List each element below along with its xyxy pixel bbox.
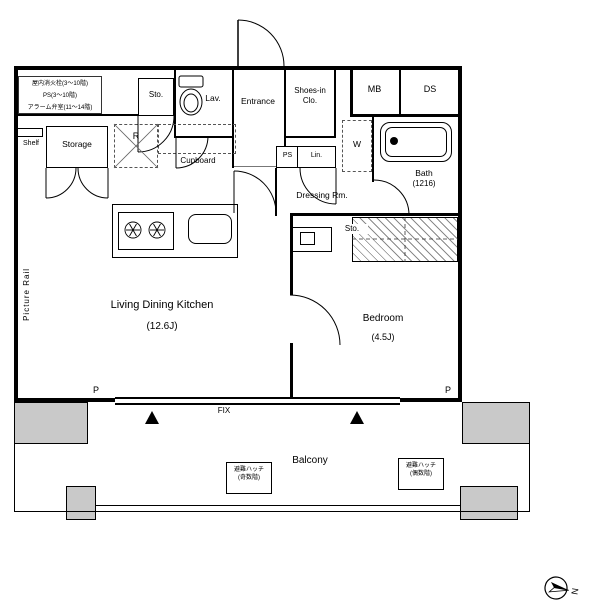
- utility-note-line1: 屋内消火栓(3〜10階): [31, 81, 88, 87]
- hall-door-arc: [233, 170, 277, 214]
- balcony-side-wall-left: [14, 402, 88, 444]
- wall-bottom-left-segment: [14, 398, 117, 402]
- linen-box: [297, 146, 336, 168]
- balcony-side-wall-right: [462, 402, 530, 444]
- utility-note-line3: アラーム弁室(11〜14階): [27, 105, 93, 111]
- compass-n-label: N: [569, 587, 580, 595]
- evacuation-hatch-odd-label: 避難ハッチ (奇数階): [226, 467, 272, 482]
- duct-space-label: DS: [423, 84, 437, 94]
- kitchen-sink: [188, 214, 232, 244]
- wall-bath-left: [372, 114, 374, 182]
- shelf-label: Shelf: [23, 140, 39, 147]
- balcony-edge-left: [14, 402, 15, 512]
- pillar-left-label: P: [92, 385, 99, 395]
- wall-meterbox-bottom: [350, 114, 462, 117]
- wall-meterbox-left: [350, 66, 353, 117]
- storage-door-arc-right: [77, 167, 109, 199]
- refrigerator-label: R: [132, 131, 140, 141]
- evacuation-hatch-even-label: 避難ハッチ (偶数階): [398, 463, 444, 478]
- counter-fixture-inner: [300, 232, 315, 245]
- shoes-closet-line1: Shoes-in: [294, 86, 326, 95]
- bedroom-size: (4.5J): [371, 331, 395, 342]
- compass-icon: N: [544, 576, 580, 600]
- linen-label: Lin.: [310, 152, 323, 159]
- bath-label: Bath (1216): [392, 168, 456, 189]
- wall-outer-right: [458, 66, 462, 402]
- fix-window: [115, 397, 400, 405]
- balcony-label: Balcony: [292, 455, 328, 466]
- wall-bedroom-top: [290, 213, 462, 216]
- wall-outer-top: [14, 66, 462, 70]
- wall-bedroom-left-upper: [290, 216, 293, 295]
- wall-hall-dressing: [275, 168, 277, 216]
- wall-meterbox-divider: [399, 68, 401, 114]
- hatch-odd-line2: (奇数階): [238, 474, 260, 481]
- balcony-edge-right: [529, 402, 530, 512]
- wall-lavatory-left: [174, 68, 176, 138]
- wall-entrance-right: [284, 68, 286, 146]
- washer-space: [342, 120, 372, 172]
- wall-bottom-right-segment: [398, 398, 462, 402]
- utility-shaft-note: 屋内消火栓(3〜10階) PS(3〜10階) アラーム弁室(11〜14階): [19, 78, 101, 114]
- hatch-odd-line1: 避難ハッチ: [233, 467, 264, 473]
- fix-window-label: FIX: [217, 406, 231, 415]
- evacuation-hatch-even-box: [398, 458, 444, 490]
- bathtub-faucet-icon: [390, 137, 398, 145]
- lavatory-label: Lav.: [205, 93, 221, 103]
- stove: [118, 212, 174, 250]
- entrance-label: Entrance: [240, 96, 276, 106]
- wall-service-bottom: [14, 114, 140, 116]
- balcony-column-left: [66, 486, 96, 520]
- opening-marker-triangle-left: [145, 411, 159, 424]
- wall-shoes-closet-right: [334, 68, 336, 138]
- bath-size: (1216): [412, 178, 436, 188]
- bedroom-storage-label: Sto.: [336, 224, 368, 234]
- evacuation-hatch-odd-box: [226, 462, 272, 494]
- storage-top-box: [138, 78, 174, 116]
- wall-outer-left: [14, 66, 18, 402]
- meter-box-label: MB: [367, 84, 382, 94]
- opening-marker-triangle-right: [350, 411, 364, 424]
- bedroom-name: Bedroom: [362, 313, 404, 324]
- cupboard-space: [158, 124, 236, 154]
- ldk-name: Living Dining Kitchen: [110, 299, 214, 311]
- cupboard-label: Cupboard: [180, 156, 216, 165]
- shelf-fixture: [17, 128, 43, 137]
- wall-entrance-left: [232, 68, 234, 168]
- utility-shaft-box: [18, 76, 102, 114]
- ldk-label: Living Dining Kitchen (12.6J): [72, 299, 252, 333]
- entrance-step-line: [234, 166, 284, 167]
- wall-shoes-closet-bottom: [284, 136, 336, 138]
- balcony-edge-bottom: [14, 511, 530, 512]
- storage-label: Storage: [62, 139, 92, 149]
- entrance-door-arc: [237, 19, 285, 67]
- washer-label: W: [352, 139, 362, 149]
- ldk-size: (12.6J): [146, 320, 178, 332]
- pipe-space-label: PS: [282, 152, 293, 159]
- bedroom-label: Bedroom (4.5J): [323, 313, 443, 343]
- shoes-closet-line2: Clo.: [302, 96, 318, 105]
- pillar-right-label: P: [444, 385, 451, 395]
- storage-box: [46, 126, 108, 168]
- bath-name: Bath: [415, 168, 433, 178]
- storage-top-label: Sto.: [148, 90, 164, 99]
- storage-door-arc-left: [45, 167, 77, 199]
- hatch-even-line1: 避難ハッチ: [405, 463, 436, 469]
- balcony-column-right: [460, 486, 518, 520]
- balcony-inner-edge: [95, 505, 461, 506]
- utility-note-line2: PS(3〜10階): [42, 93, 77, 99]
- shoes-closet-label: Shoes-in Clo.: [286, 86, 334, 106]
- wall-bedroom-left-lower: [290, 343, 293, 402]
- picture-rail-label: Picture Rail: [22, 268, 31, 321]
- hatch-even-line2: (偶数階): [410, 470, 432, 477]
- dressing-room-label: Dressing Rm.: [296, 190, 348, 200]
